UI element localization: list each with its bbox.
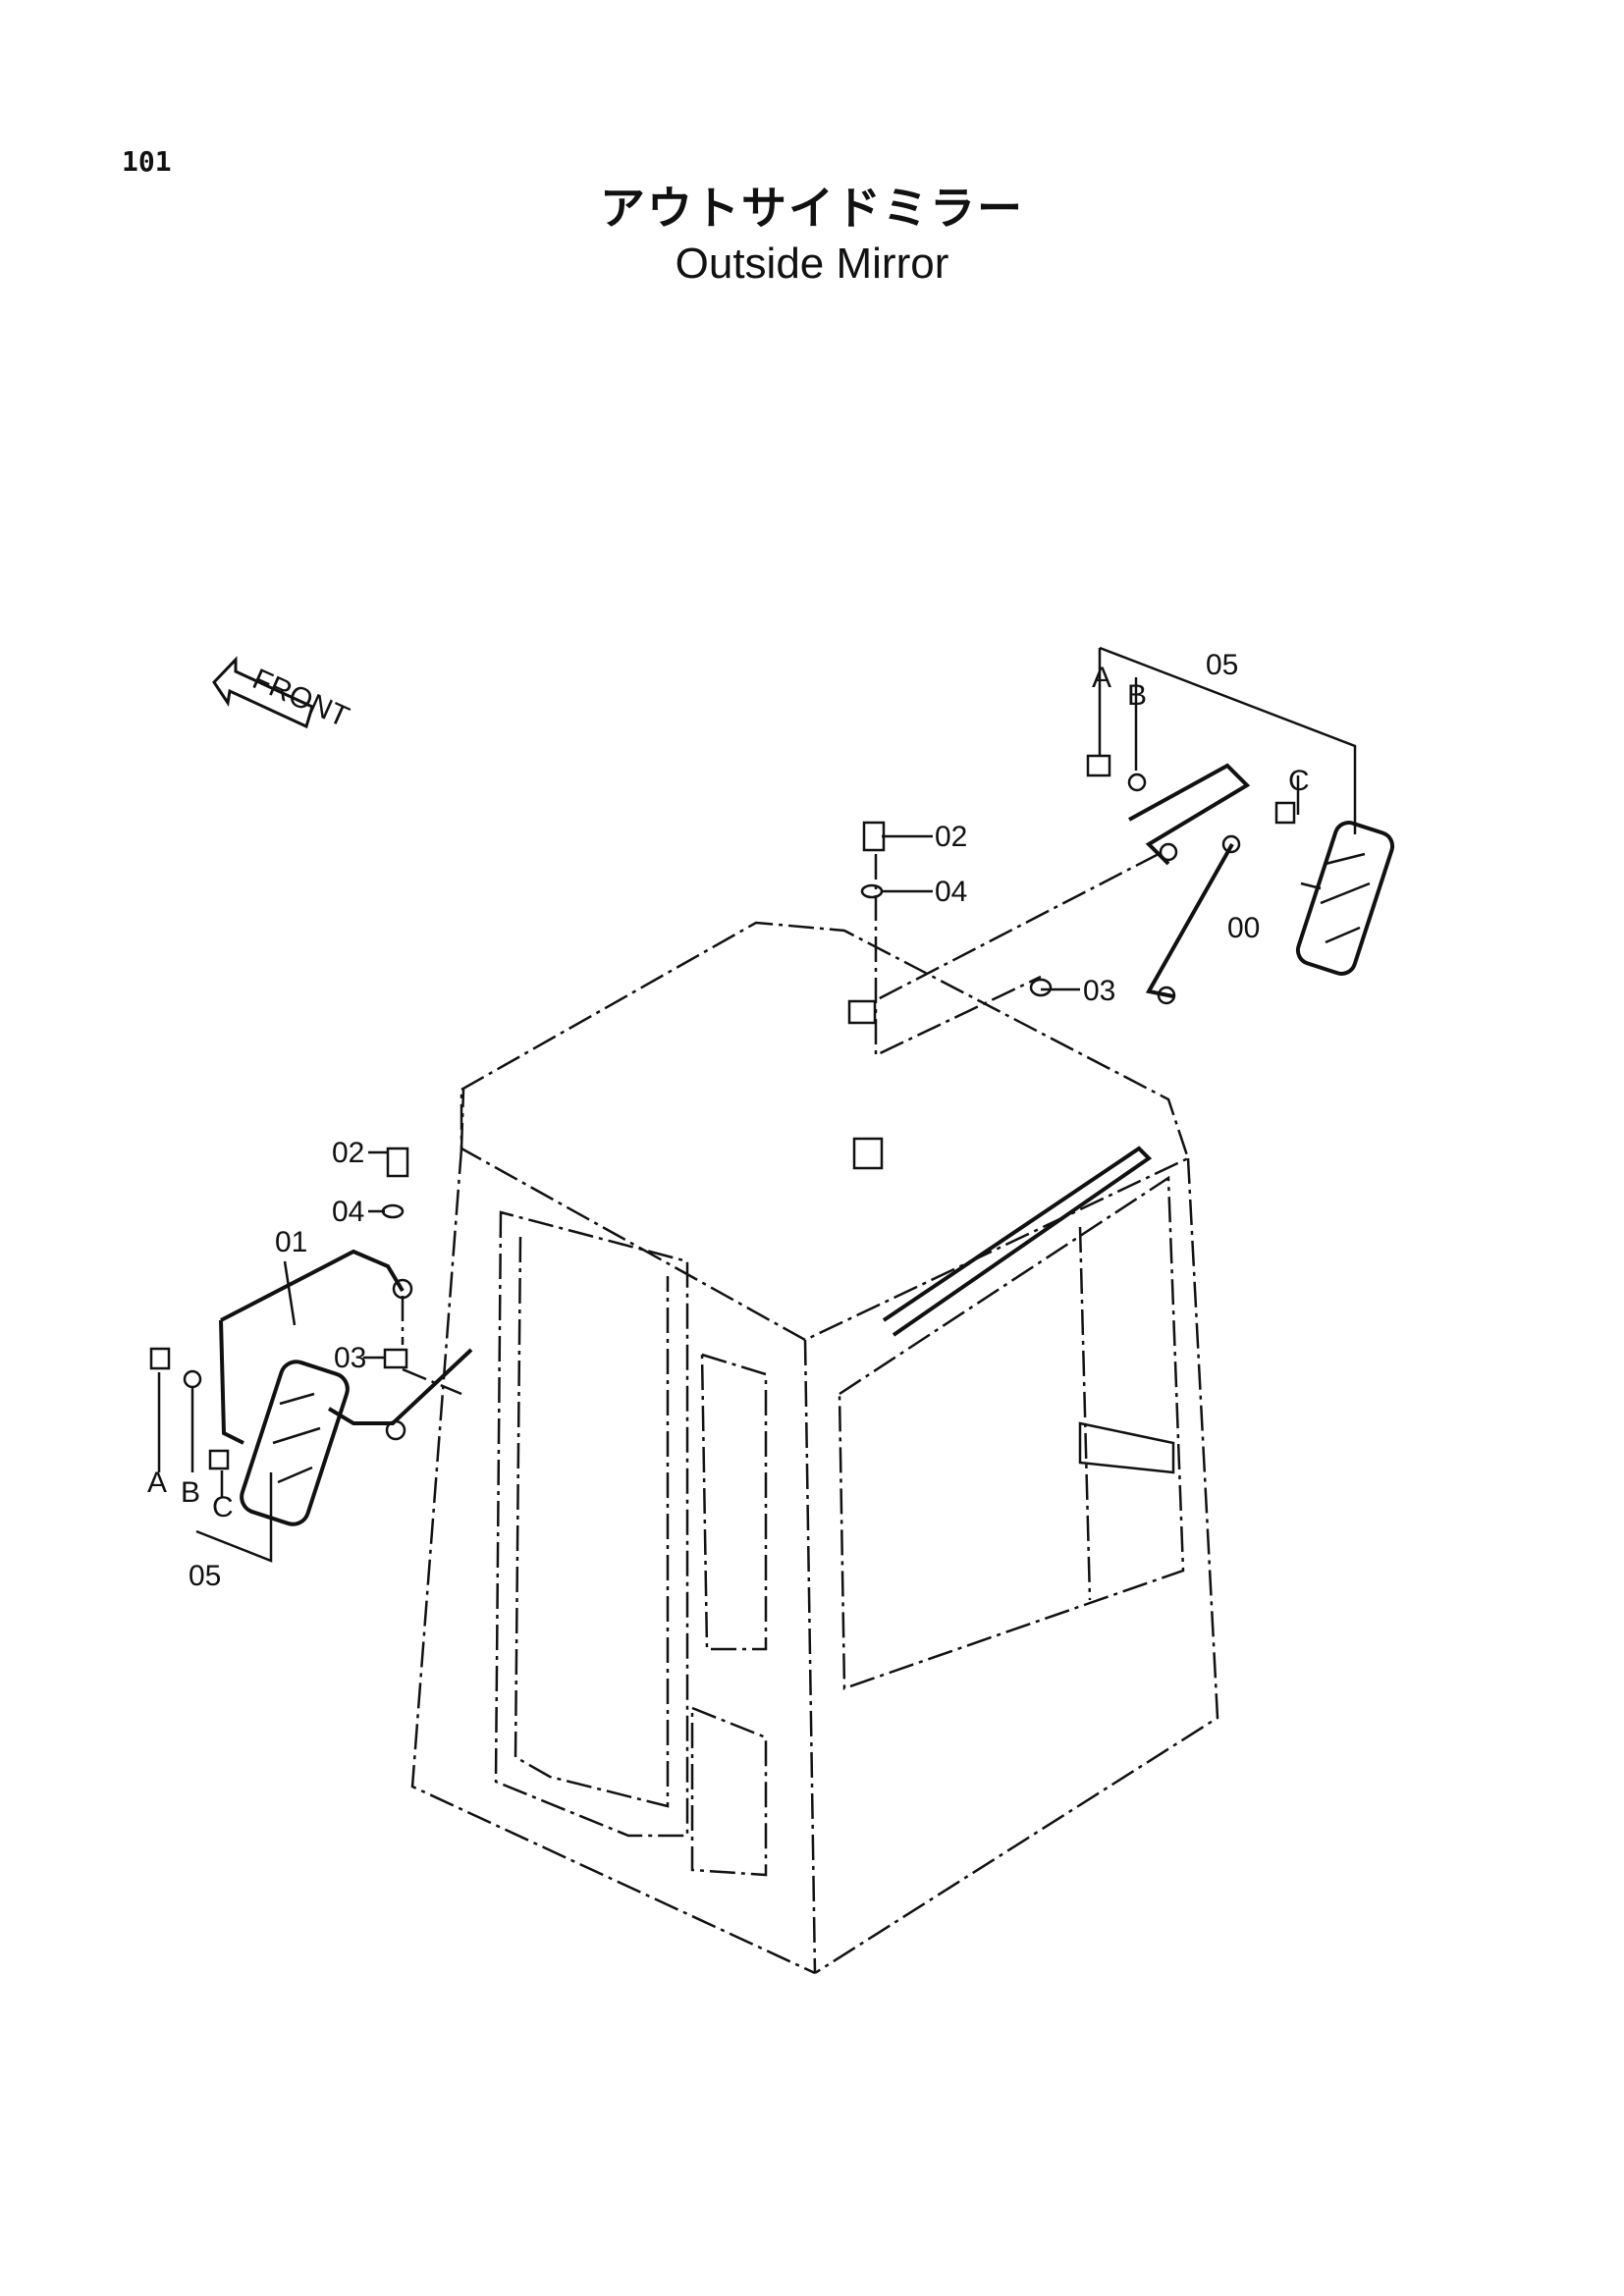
front-arrow-icon: FRONT (212, 656, 353, 733)
callout-right-c: C (1288, 765, 1310, 797)
cab-body (410, 921, 1219, 1975)
callout-left-stay: 01 (275, 1226, 307, 1258)
title-japanese: アウトサイドミラー (600, 182, 1024, 235)
left-mirror-assembly (149, 1147, 473, 1563)
callout-right-nut: 03 (1083, 975, 1115, 1007)
callout-left-nut: 03 (334, 1342, 366, 1374)
callout-left-assembly: 05 (189, 1560, 221, 1592)
page-number: 101 (122, 145, 172, 178)
right-mirror-assembly (873, 646, 1395, 1005)
callout-left-b: B (181, 1476, 200, 1509)
top-fasteners (847, 821, 1080, 1170)
callout-left-a: A (147, 1467, 167, 1499)
callout-right-b: B (1127, 679, 1147, 712)
callout-left-washer: 04 (332, 1196, 364, 1228)
title-english: Outside Mirror (675, 240, 949, 288)
callout-left-bolt: 02 (332, 1137, 364, 1169)
callout-right-assembly: 05 (1206, 649, 1238, 681)
callout-right-stay: 00 (1227, 912, 1260, 944)
callout-right-washer: 04 (935, 876, 967, 908)
callout-right-a: A (1092, 662, 1111, 694)
callout-left-c: C (212, 1491, 234, 1523)
callout-right-bolt: 02 (935, 821, 967, 853)
